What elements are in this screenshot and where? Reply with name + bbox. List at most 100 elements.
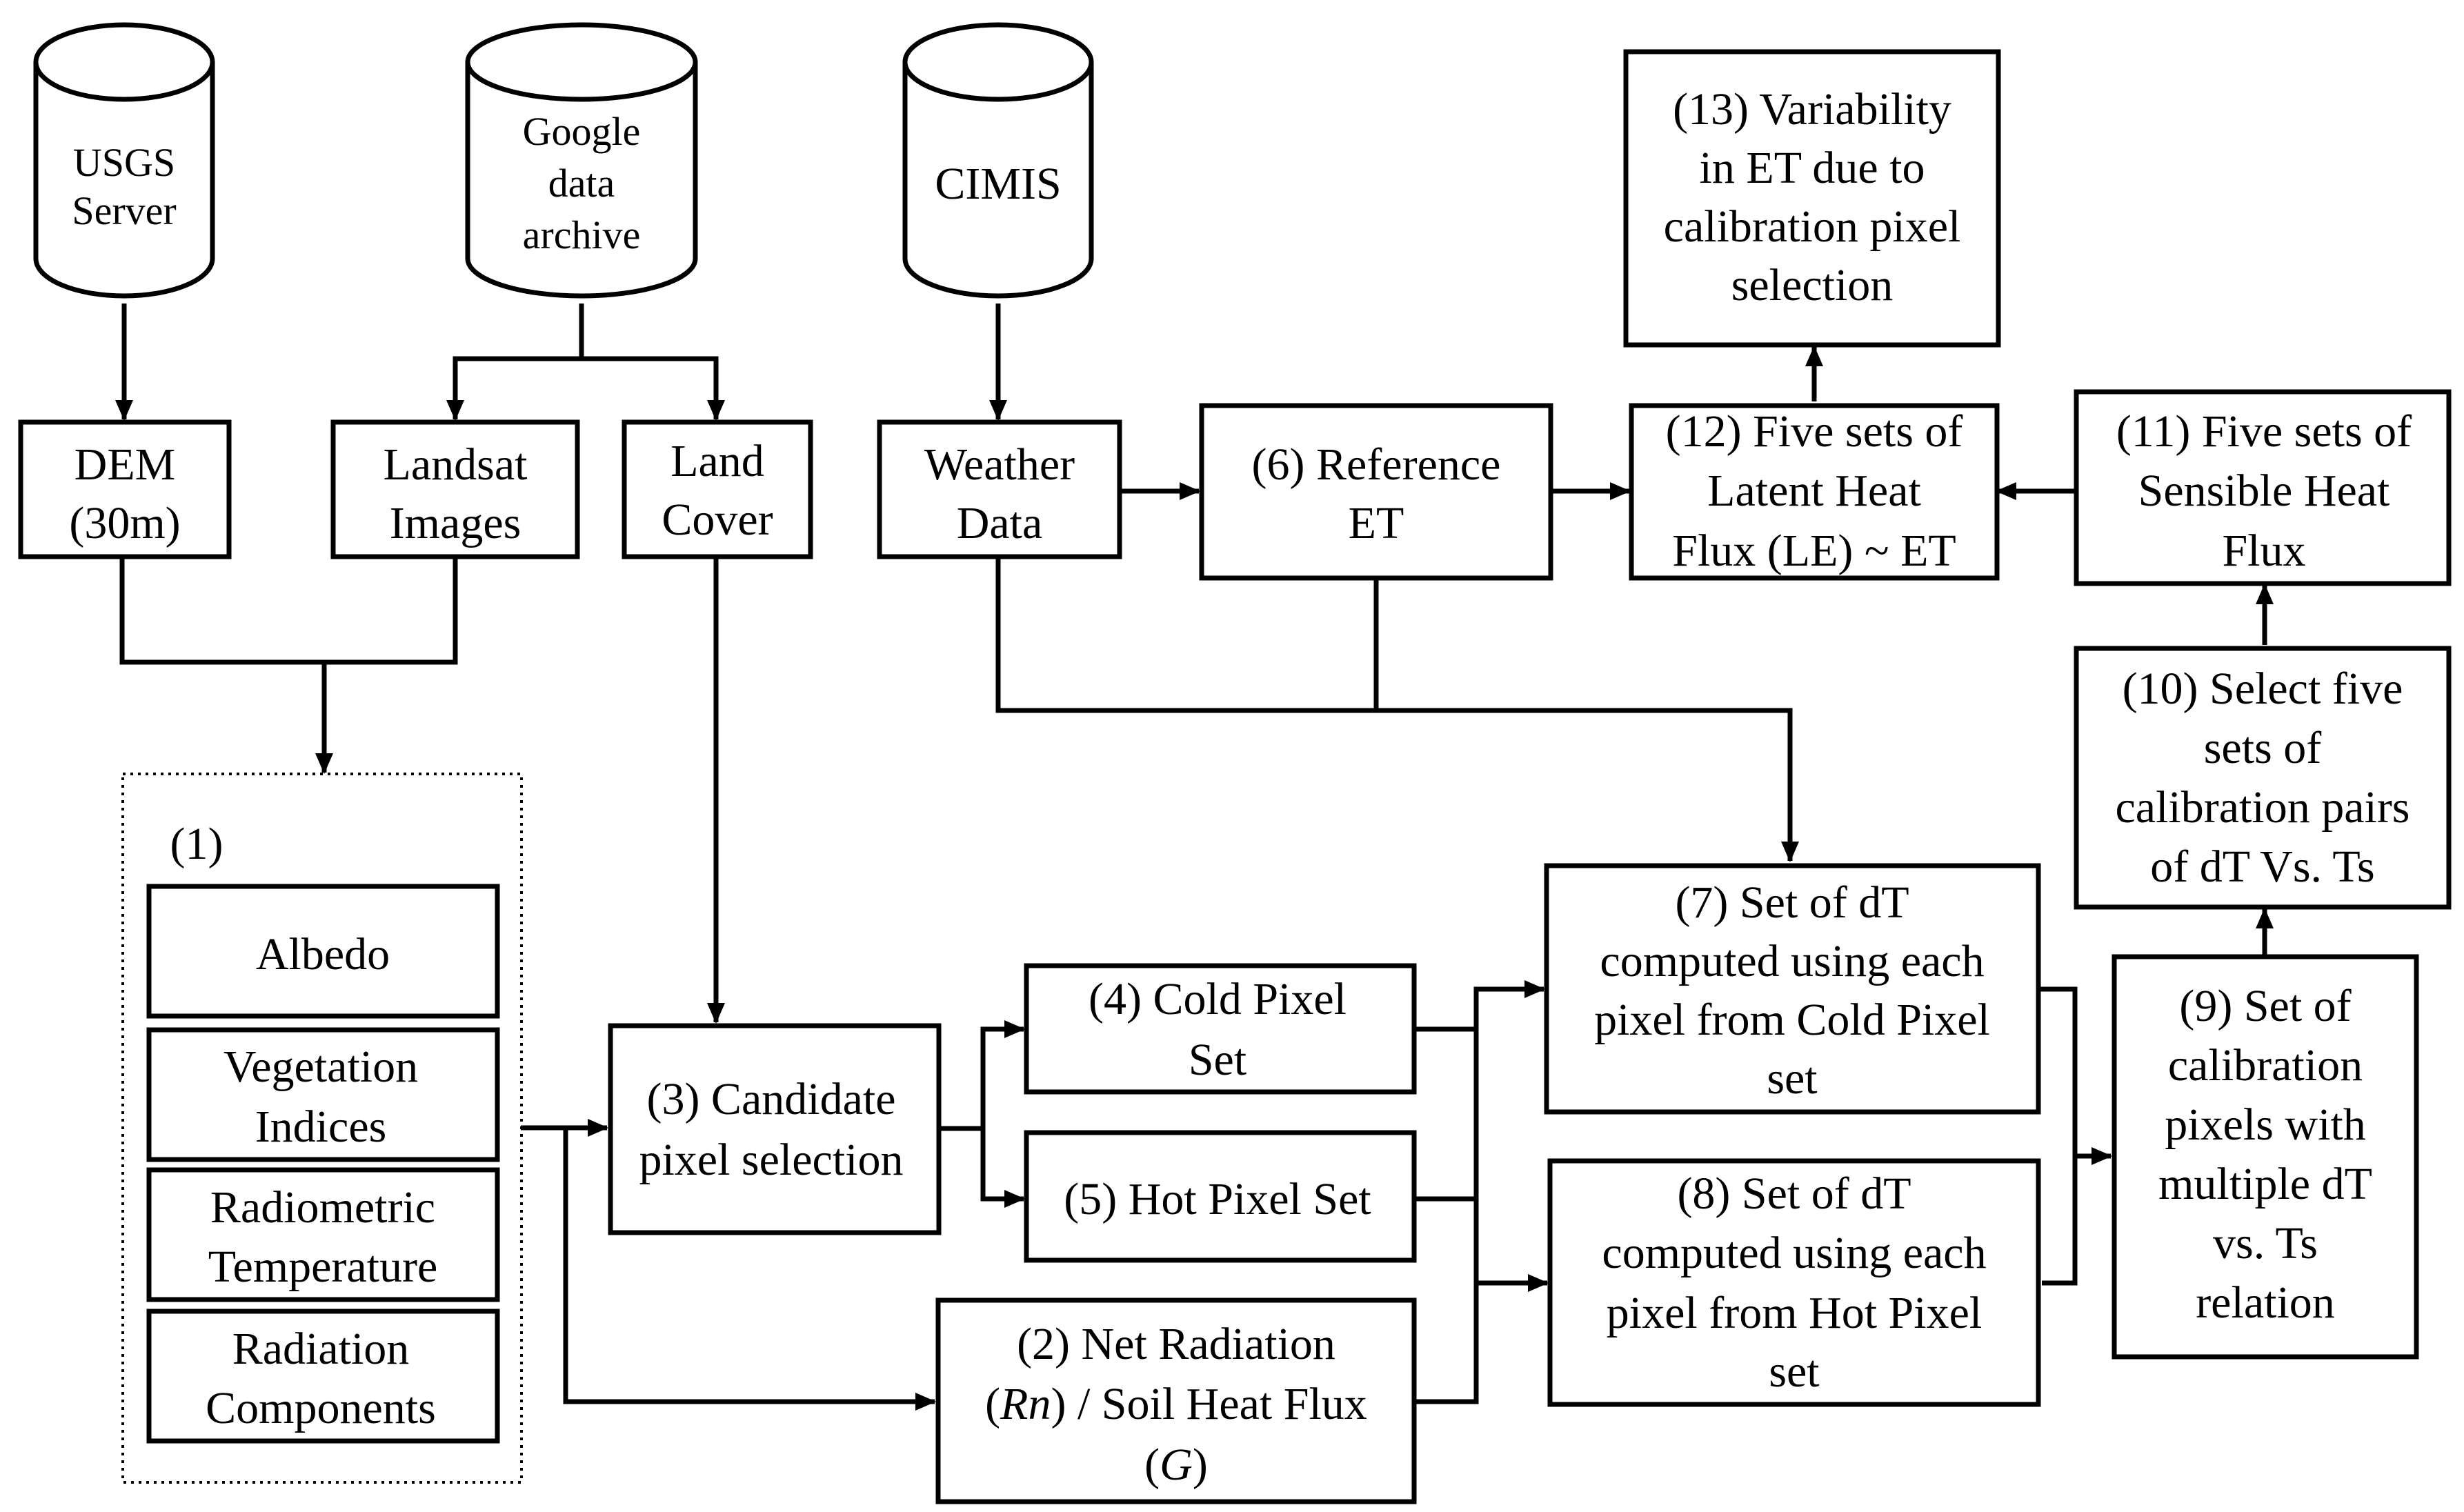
landcover-label-2: Cover <box>662 495 773 545</box>
step3-line-1: (3) Candidate <box>646 1074 895 1124</box>
cimis-label: CIMIS <box>935 159 1061 209</box>
step13-line-1: (13) Variability <box>1673 84 1951 135</box>
step10-line-4: of dT Vs. Ts <box>2150 842 2374 892</box>
landsat-label-2: Images <box>390 498 521 548</box>
arrow-step2-to-step7 <box>1414 989 1479 1404</box>
vegetation-label-1: Vegetation <box>223 1042 418 1092</box>
step-8-hot-dt-set: (8) Set of dT computed using each pixel … <box>1547 1158 2041 1407</box>
input-land-cover: Land Cover <box>622 419 813 559</box>
step3-line-2: pixel selection <box>639 1135 903 1185</box>
connector-dem-landsat-to-group1 <box>119 557 458 773</box>
connector-weather-step6-to-step7 <box>995 557 1799 862</box>
dem-label-2: (30m) <box>69 498 180 548</box>
step13-line-2: in ET due to <box>1700 143 1925 193</box>
weather-label-2: Data <box>957 498 1043 548</box>
step4-line-2: Set <box>1189 1035 1246 1085</box>
usgs-label-1: USGS <box>73 140 175 185</box>
step4-line-1: (4) Cold Pixel <box>1089 974 1347 1024</box>
step-5-hot-pixel-set: (5) Hot Pixel Set <box>1024 1130 1417 1263</box>
step10-line-3: calibration pairs <box>2115 782 2410 833</box>
weather-label-1: Weather <box>924 439 1075 490</box>
step-4-cold-pixel-set: (4) Cold Pixel Set <box>1024 963 1417 1095</box>
step13-line-4: selection <box>1731 260 1894 310</box>
step2-line-1: (2) Net Radiation <box>1017 1319 1335 1369</box>
vegetation-indices-box <box>146 1027 500 1162</box>
landsat-label-1: Landsat <box>384 439 528 490</box>
source-google-data-archive: Google data archive <box>465 22 698 299</box>
google-label-3: archive <box>523 212 641 257</box>
step7-line-1: (7) Set of dT <box>1675 877 1909 928</box>
albedo-box <box>146 884 500 1019</box>
step11-line-3: Flux <box>2222 526 2305 576</box>
step8-line-4: set <box>1769 1346 1819 1397</box>
database-icon <box>33 22 215 299</box>
arrow-step7-step8-to-step9 <box>2038 986 2111 1286</box>
step8-line-1: (8) Set of dT <box>1677 1168 1911 1219</box>
step9-line-1: (9) Set of <box>2179 981 2351 1031</box>
group-1-label: (1) <box>170 819 223 869</box>
input-weather-data: Weather Data <box>877 419 1122 559</box>
database-icon <box>465 22 698 299</box>
connectors <box>115 304 2274 1411</box>
step5-line-1: (5) Hot Pixel Set <box>1064 1174 1371 1224</box>
step9-line-4: multiple dT <box>2158 1159 2372 1209</box>
step-11-sensible-heat-flux: (11) Five sets of Sensible Heat Flux <box>2074 389 2452 586</box>
step11-line-2: Sensible Heat <box>2138 466 2390 516</box>
step2-line-2: (Rn) / Soil Heat Flux <box>985 1379 1367 1429</box>
source-usgs-server: USGS Server <box>33 22 215 299</box>
arrow-step5-to-step8 <box>1414 1196 1549 1292</box>
radiometric-label-2: Temperature <box>208 1242 438 1292</box>
step8-line-2: computed using each <box>1602 1228 1986 1278</box>
albedo-label: Albedo <box>256 929 390 979</box>
landcover-label-1: Land <box>670 436 764 486</box>
step8-line-3: pixel from Hot Pixel <box>1607 1288 1982 1338</box>
database-icon <box>902 22 1094 299</box>
step6-line-1: (6) Reference <box>1252 439 1501 490</box>
step13-line-3: calibration pixel <box>1664 201 1961 252</box>
radiometric-temperature-box <box>146 1167 500 1302</box>
step-10-select-calibration-pairs: (10) Select five sets of calibration pai… <box>2074 646 2452 910</box>
step-2-net-radiation: (2) Net Radiation (Rn) / Soil Heat Flux … <box>935 1297 1417 1504</box>
step-6-reference-et: (6) Reference ET <box>1199 403 1553 581</box>
step-13-et-variability: (13) Variability in ET due to calibratio… <box>1623 49 2001 348</box>
arrow-google-to-landsat <box>446 304 584 421</box>
source-cimis: CIMIS <box>902 22 1094 299</box>
step11-line-1: (11) Five sets of <box>2116 406 2412 457</box>
radiometric-label-1: Radiometric <box>210 1182 435 1233</box>
input-landsat-images: Landsat Images <box>330 419 580 559</box>
step10-line-2: sets of <box>2204 723 2322 773</box>
step9-line-3: pixels with <box>2165 1100 2366 1150</box>
step-3-candidate-pixel-selection: (3) Candidate pixel selection <box>608 1023 942 1235</box>
arrow-step3-to-step5 <box>980 1128 1025 1208</box>
step6-line-2: ET <box>1349 498 1404 548</box>
vegetation-label-2: Indices <box>255 1102 387 1152</box>
step12-line-1: (12) Five sets of <box>1666 406 1963 457</box>
step9-line-2: calibration <box>2168 1040 2363 1091</box>
step7-line-4: set <box>1767 1053 1817 1104</box>
step7-line-2: computed using each <box>1600 936 1984 986</box>
google-label-1: Google <box>523 109 641 154</box>
step-7-cold-dt-set: (7) Set of dT computed using each pixel … <box>1544 863 2041 1115</box>
step9-line-5: vs. Ts <box>2213 1218 2318 1269</box>
step-9-calibration-pixels: (9) Set of calibration pixels with multi… <box>2112 954 2419 1360</box>
usgs-label-2: Server <box>72 188 176 233</box>
arrow-step3-to-step4 <box>940 1020 1025 1131</box>
arrow-step4-to-step7 <box>1414 980 1545 1032</box>
google-label-2: data <box>548 161 615 206</box>
step12-line-3: Flux (LE) ~ ET <box>1672 526 1956 576</box>
step12-line-2: Latent Heat <box>1707 466 1921 516</box>
radiation-label-2: Components <box>206 1383 436 1433</box>
step-12-latent-heat-flux: (12) Five sets of Latent Heat Flux (LE) … <box>1629 403 2000 581</box>
input-dem: DEM (30m) <box>18 419 232 559</box>
step7-line-3: pixel from Cold Pixel <box>1594 995 1990 1045</box>
step2-line-3: (G) <box>1144 1440 1208 1490</box>
arrow-group1-to-step2 <box>563 1128 936 1411</box>
arrow-google-to-landcover <box>582 356 725 421</box>
group-1-derived-layers: (1) Albedo Vegetation Indices Radiometri… <box>121 773 523 1484</box>
step9-line-6: relation <box>2196 1277 2335 1328</box>
step10-line-1: (10) Select five <box>2123 664 2403 714</box>
radiation-components-box <box>146 1309 500 1444</box>
radiation-label-1: Radiation <box>232 1324 410 1374</box>
dem-label-1: DEM <box>74 439 176 490</box>
